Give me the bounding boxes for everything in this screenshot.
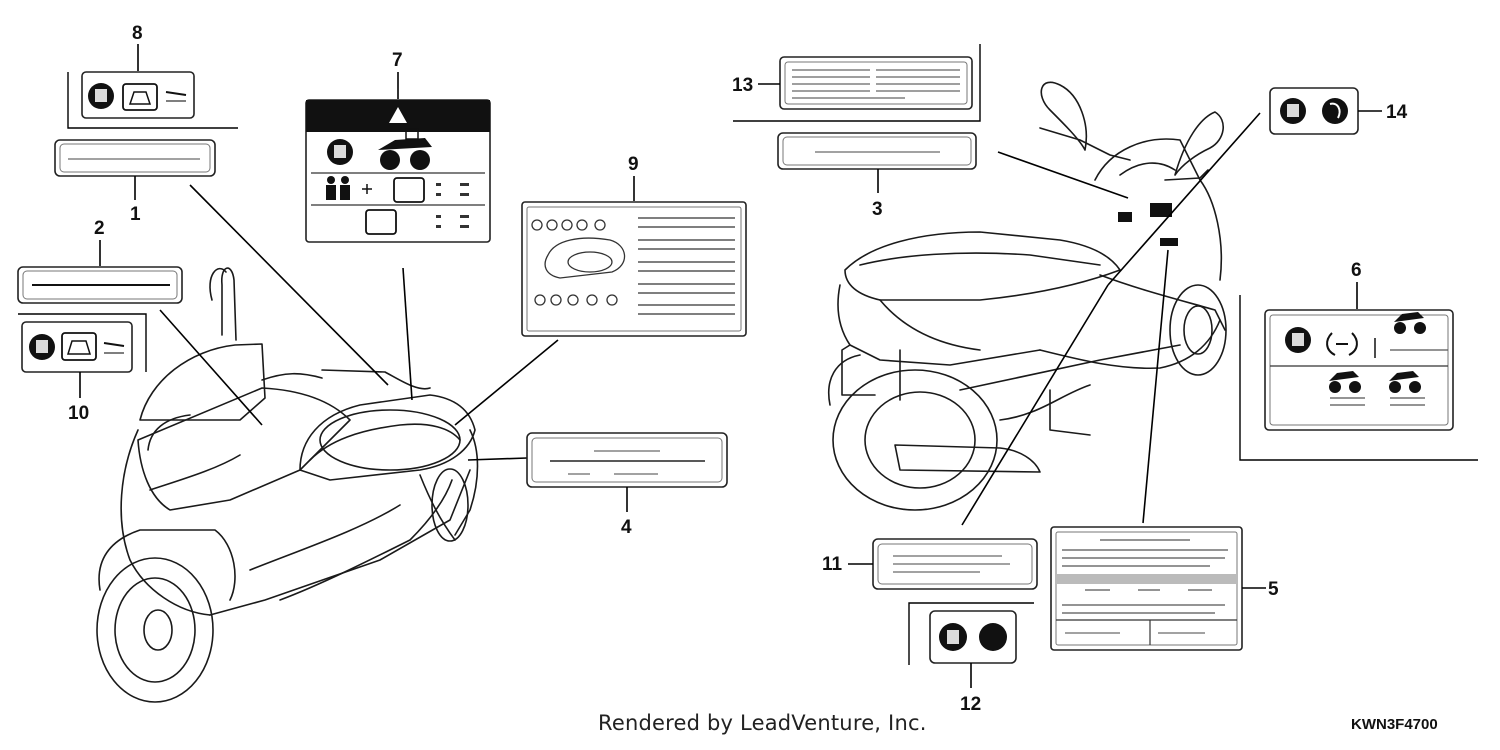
leader-lines [159, 112, 1261, 526]
callout-numbers: 1 2 3 4 5 6 7 8 9 10 11 12 13 14 [68, 23, 1408, 715]
callout-1: 1 [130, 204, 141, 225]
motorcycle-icon [1394, 312, 1426, 334]
right-scooter-illustration [828, 81, 1227, 511]
callout-11: 11 [822, 554, 843, 575]
label-5[interactable] [1050, 526, 1266, 651]
motorcycle-icon [1389, 371, 1421, 393]
warning-triangle-icon [389, 107, 407, 123]
callout-7: 7 [392, 50, 403, 71]
luggage-icon [61, 332, 97, 361]
passenger-icon [340, 176, 350, 200]
luggage-icon [122, 83, 158, 111]
label-6[interactable] [1239, 282, 1478, 461]
helmet-icon [1322, 98, 1348, 124]
label-11[interactable] [848, 538, 1038, 590]
label-1[interactable] [54, 139, 216, 200]
callout-14: 14 [1386, 102, 1408, 123]
label-12[interactable] [908, 602, 1034, 688]
motorcycle-icon [1329, 371, 1361, 393]
label-2[interactable] [17, 240, 183, 304]
label-9[interactable] [521, 176, 747, 337]
label-14[interactable] [1269, 87, 1382, 135]
callout-3: 3 [872, 199, 883, 220]
tire-pressure-icon [1326, 332, 1358, 356]
callout-9: 9 [628, 154, 639, 175]
callout-12: 12 [960, 694, 981, 715]
callout-10: 10 [68, 403, 89, 424]
label-10[interactable] [18, 313, 147, 398]
watermark-text: Rendered by LeadVenture, Inc. [598, 711, 927, 735]
callout-8: 8 [132, 23, 143, 44]
label-8[interactable] [67, 44, 238, 129]
label-7[interactable] [305, 72, 491, 243]
left-scooter-illustration [96, 267, 479, 703]
diagram-part-code: KWN3F4700 [1351, 716, 1438, 733]
callout-13: 13 [732, 75, 753, 96]
callout-2: 2 [94, 218, 105, 239]
label-13[interactable] [733, 44, 981, 122]
callout-6: 6 [1351, 260, 1362, 281]
callout-5: 5 [1268, 579, 1279, 600]
callout-4: 4 [621, 517, 632, 538]
label-3[interactable] [777, 132, 977, 193]
helmet-icon [979, 623, 1007, 651]
label-4[interactable] [526, 432, 728, 512]
motorcycle-icon [378, 128, 432, 170]
rider-icon [326, 176, 336, 200]
